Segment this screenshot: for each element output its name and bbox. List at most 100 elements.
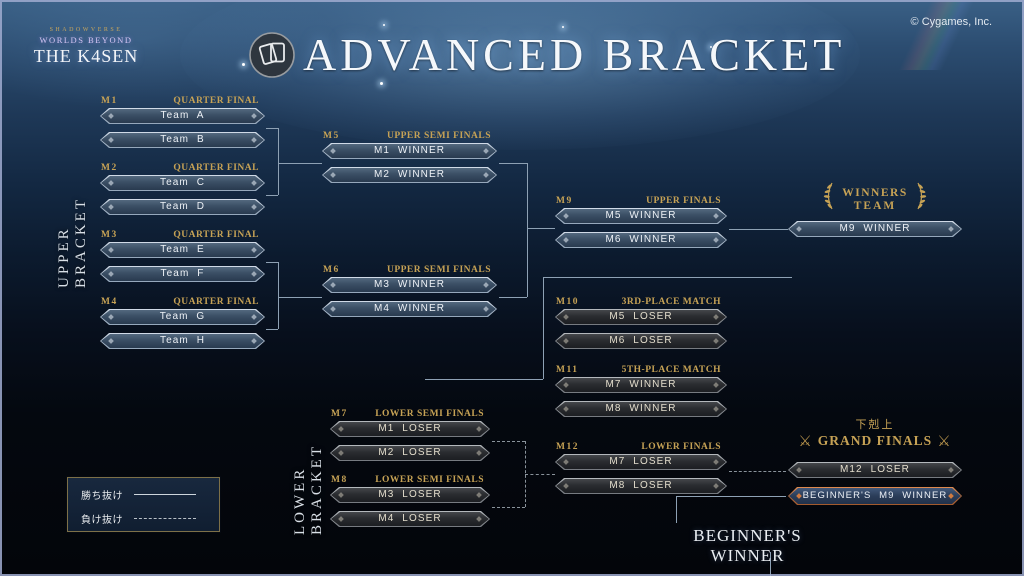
bracket-slot[interactable]: M5 WINNER xyxy=(555,208,727,224)
page-title: ADVANCED BRACKET xyxy=(303,29,846,80)
legend-solid-line xyxy=(134,494,196,495)
slot-label: M1 WINNER xyxy=(373,145,446,156)
slot-label: M9 WINNER xyxy=(839,223,911,234)
bracket-connector xyxy=(527,163,528,297)
round-name: UPPER FINALS xyxy=(646,196,721,206)
round-name: QUARTER FINAL xyxy=(173,96,259,106)
crossed-swords-icon: ⚔ xyxy=(798,432,813,450)
slot-label: M2 WINNER xyxy=(373,169,446,180)
bracket-slot[interactable]: Team G xyxy=(100,309,265,325)
match-group-m6: M6 UPPER SEMI FINALS M3 WINNER M4 WINNER xyxy=(322,265,497,317)
bracket-connector xyxy=(499,163,527,164)
bracket-connector xyxy=(266,262,278,263)
slot-label: M1 LOSER xyxy=(378,423,442,434)
beginner-winner-connector xyxy=(676,496,786,497)
lens-flare xyxy=(858,0,1008,70)
match-number: M9 xyxy=(556,196,573,206)
bracket-slot[interactable]: M1 LOSER xyxy=(330,421,490,437)
beginner-winner-connector xyxy=(770,552,771,576)
bracket-slot[interactable]: M4 LOSER xyxy=(330,511,490,527)
bracket-slot[interactable]: M7 LOSER xyxy=(555,454,727,470)
sparkle xyxy=(710,46,712,48)
match-number: M4 xyxy=(101,297,118,307)
logo-line-shadowverse: SHADOWVERSE xyxy=(49,27,123,33)
round-name: LOWER SEMI FINALS xyxy=(375,409,484,419)
bracket-slot[interactable]: Team C xyxy=(100,175,265,191)
grand-finals-label: GRAND FINALS xyxy=(817,433,933,448)
bracket-slot[interactable]: M4 WINNER xyxy=(322,301,497,317)
bracket-slot[interactable]: Team H xyxy=(100,333,265,349)
slot-label: Team F xyxy=(160,268,205,279)
bracket-connector xyxy=(278,128,279,195)
match-number: M8 xyxy=(331,475,348,485)
round-name: QUARTER FINAL xyxy=(173,163,259,173)
laurel-icon xyxy=(915,181,930,216)
match-number: M11 xyxy=(556,365,579,375)
match-number: M10 xyxy=(556,297,579,307)
bracket-connector xyxy=(527,228,555,229)
loser-connector xyxy=(492,441,525,442)
match-group-m2: M2 QUARTER FINAL Team C Team D xyxy=(100,163,265,215)
round-name: QUARTER FINAL xyxy=(173,230,259,240)
bracket-slot[interactable]: M8 WINNER xyxy=(555,401,727,417)
bracket-connector xyxy=(278,262,279,329)
bracket-slot[interactable]: Team A xyxy=(100,108,265,124)
loser-connector xyxy=(729,471,786,472)
match-group-m8: M8 LOWER SEMI FINALS M3 LOSER M4 LOSER xyxy=(330,475,490,527)
bracket-slot[interactable]: M6 LOSER xyxy=(555,333,727,349)
slot-label: M2 LOSER xyxy=(378,447,442,458)
slot-label: M7 WINNER xyxy=(605,379,677,390)
slot-label: M4 LOSER xyxy=(378,513,442,524)
sparkle xyxy=(562,26,564,28)
bracket-slot[interactable]: Team F xyxy=(100,266,265,282)
bracket-slot-grand-finals-upper[interactable]: M12 LOSER xyxy=(788,462,962,478)
crossed-swords-icon: ⚔ xyxy=(937,432,952,450)
bracket-slot[interactable]: M2 LOSER xyxy=(330,445,490,461)
slot-label: M5 WINNER xyxy=(605,210,677,221)
slot-label: Team D xyxy=(159,201,206,212)
bracket-slot[interactable]: M5 LOSER xyxy=(555,309,727,325)
slot-label: Team A xyxy=(160,110,205,121)
winners-team-line1: WINNERS xyxy=(842,186,908,199)
bracket-slot-winners-team[interactable]: M9 WINNER xyxy=(788,221,962,237)
round-name: UPPER SEMI FINALS xyxy=(386,265,491,275)
bracket-slot[interactable]: M2 WINNER xyxy=(322,167,497,183)
bracket-slot[interactable]: M3 WINNER xyxy=(322,277,497,293)
bracket-slot[interactable]: M8 LOSER xyxy=(555,478,727,494)
round-name: QUARTER FINAL xyxy=(173,297,259,307)
bracket-slot[interactable]: M1 WINNER xyxy=(322,143,497,159)
bracket-slot[interactable]: Team D xyxy=(100,199,265,215)
cards-icon xyxy=(248,31,296,84)
slot-label: M4 WINNER xyxy=(373,303,446,314)
event-logo: SHADOWVERSE WORLDS BEYOND THE K4SEN xyxy=(30,27,142,67)
bracket-connector xyxy=(499,297,527,298)
loser-connector xyxy=(525,474,555,475)
bracket-slot[interactable]: Team B xyxy=(100,132,265,148)
round-name: UPPER SEMI FINALS xyxy=(386,131,491,141)
match-number: M7 xyxy=(331,409,348,419)
slot-label: M8 WINNER xyxy=(605,403,677,414)
slot-label: Team E xyxy=(160,244,205,255)
slot-label: M8 LOSER xyxy=(609,480,673,491)
sparkle xyxy=(383,24,385,26)
match-number: M1 xyxy=(101,96,118,106)
bracket-slot[interactable]: Team E xyxy=(100,242,265,258)
upper-bracket-label: UPPER BRACKET xyxy=(56,196,89,288)
bracket-slot[interactable]: M7 WINNER xyxy=(555,377,727,393)
match-number: M6 xyxy=(323,265,340,275)
bracket-connector xyxy=(425,379,543,380)
bracket-slot[interactable]: M6 WINNER xyxy=(555,232,727,248)
bracket-slot[interactable]: M3 LOSER xyxy=(330,487,490,503)
bracket-connector xyxy=(266,329,278,330)
bracket-slot-grand-finals-lower[interactable]: BEGINNER'S M9 WINNER xyxy=(788,487,962,505)
grand-finals-jp-label: 下剋上 xyxy=(855,419,895,431)
slot-label: M3 WINNER xyxy=(373,279,446,290)
match-number: M2 xyxy=(101,163,118,173)
bracket-connector xyxy=(266,128,278,129)
slot-label: Team H xyxy=(159,335,206,346)
round-name: LOWER SEMI FINALS xyxy=(375,475,484,485)
